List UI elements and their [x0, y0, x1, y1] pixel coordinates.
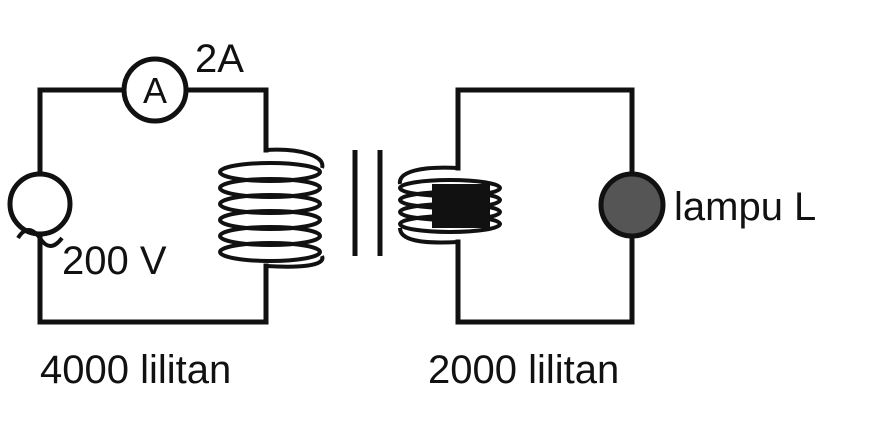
primary-turns-label: 4000 lilitan	[40, 348, 231, 392]
lamp-icon	[598, 171, 666, 239]
voltage-label: 200 V	[62, 239, 167, 283]
secondary-coil-icon	[397, 165, 502, 245]
secondary-turns-label: 2000 lilitan	[428, 348, 619, 392]
ac-voltage-source-icon	[7, 171, 73, 248]
lamp-label: lampu L	[674, 185, 816, 229]
iron-core-icon	[352, 150, 383, 256]
primary-circuit	[37, 87, 269, 325]
secondary-circuit	[455, 87, 635, 325]
primary-coil-icon	[218, 147, 325, 269]
ammeter-symbol: A	[143, 70, 167, 111]
ammeter-icon: A	[121, 56, 189, 124]
current-label: 2A	[195, 37, 244, 81]
